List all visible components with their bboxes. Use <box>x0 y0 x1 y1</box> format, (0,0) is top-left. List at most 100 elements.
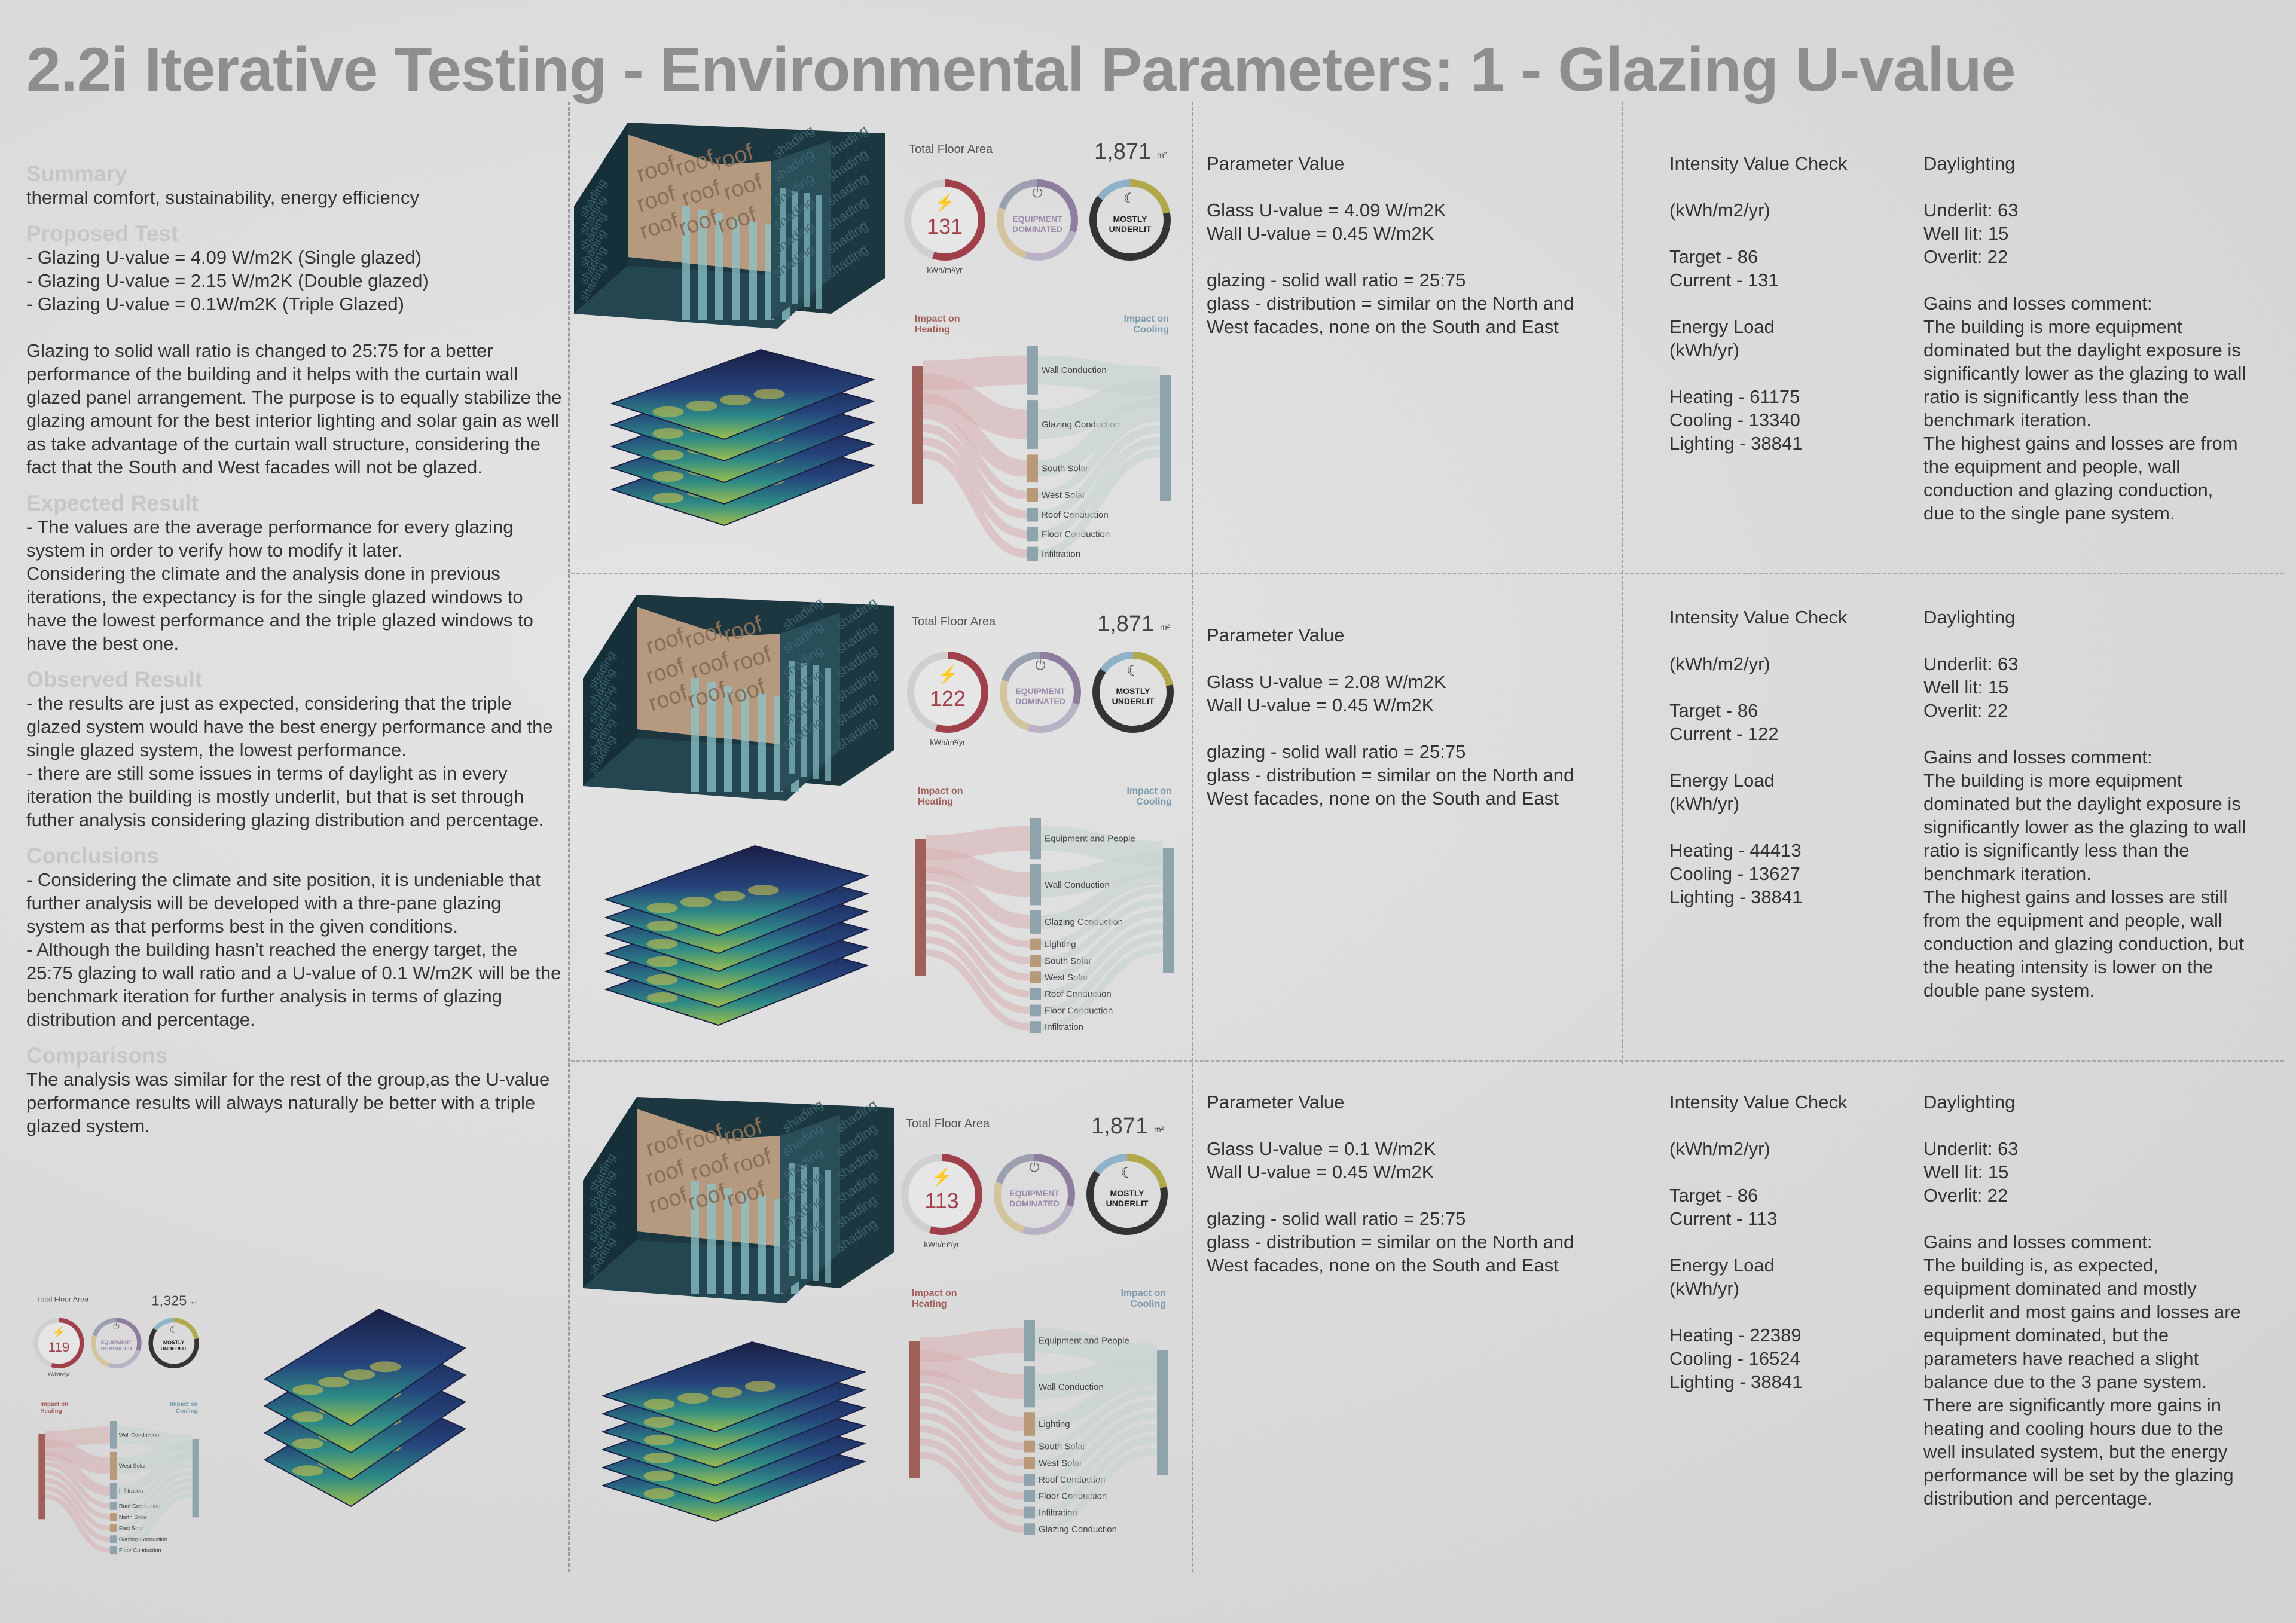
conclusions-text: - Considering the climate and site posit… <box>26 869 561 1030</box>
equipment-ring <box>997 179 1078 261</box>
heating-label-2: Heating <box>915 325 950 335</box>
eui-unit: kWh/m²/yr <box>48 1371 70 1377</box>
sankey-node <box>1024 1440 1035 1453</box>
sankey-node <box>1027 346 1038 395</box>
cooling-label-1: Impact on <box>170 1401 198 1408</box>
eui-value: 113 <box>924 1188 958 1213</box>
eui-ring <box>904 179 985 261</box>
comparisons-text: The analysis was similar for the rest of… <box>26 1069 550 1136</box>
eui-ring-bg <box>909 1162 975 1227</box>
sankey-flow-cooling <box>1037 396 1161 477</box>
moon-icon: ☾ <box>170 1325 178 1335</box>
cooling-bar <box>1157 1350 1168 1475</box>
daylight-patch <box>344 1369 375 1380</box>
page-title: 2.2i Iterative Testing - Environmental P… <box>26 35 2016 105</box>
sankey-flow-heating <box>45 1426 110 1448</box>
sankey-node <box>1030 910 1041 934</box>
sankey-node <box>109 1483 117 1499</box>
sankey-node-label: Wall Conduction <box>119 1432 159 1438</box>
observed-heading: Observed Result <box>26 667 203 692</box>
sankey-flow-heating <box>922 393 1028 477</box>
glazing-panel <box>707 682 716 792</box>
sankey-node-label: West Solar <box>119 1463 146 1469</box>
sankey-node <box>1030 938 1041 950</box>
sankey-node <box>1030 971 1041 983</box>
cube-left-face <box>583 595 637 786</box>
sankey-node-label: Lighting <box>1039 1419 1070 1429</box>
sankey-flow-cooling <box>1040 826 1164 866</box>
moon-icon: ☾ <box>1126 663 1140 679</box>
divider-h1 <box>571 573 2284 574</box>
floor-plate <box>601 1341 866 1433</box>
expected-text: - The values are the average performance… <box>26 516 533 654</box>
expected-heading: Expected Result <box>26 491 199 515</box>
plug-icon: ⏻ <box>1032 185 1042 200</box>
sankey-flow-heating <box>922 410 1028 500</box>
daylight-patch <box>711 1387 743 1398</box>
daylight-patch <box>646 974 678 985</box>
daylight-patch <box>292 1465 323 1477</box>
sankey-node <box>1024 1490 1035 1502</box>
total-floor-area-unit: m² <box>1160 622 1170 632</box>
ring2-line1: EQUIPMENT <box>101 1340 132 1346</box>
sankey-node-label: Glazing Conduction <box>1039 1524 1117 1535</box>
sankey-node <box>1027 400 1038 449</box>
sankey-node-label: Wall Conduction <box>1039 1382 1104 1392</box>
moon-icon: ☾ <box>1120 1165 1134 1181</box>
sankey-flow-cooling <box>1034 1328 1158 1368</box>
daylight-ring <box>1086 1154 1168 1235</box>
sankey-flow-heating <box>925 910 1031 981</box>
sankey-node-label: Wall Conduction <box>1045 880 1110 890</box>
daylight-patch <box>747 885 779 895</box>
proposed-heading: Proposed Test <box>26 221 179 246</box>
total-floor-area-unit: m² <box>1157 150 1167 160</box>
summary-text: thermal comfort, sustainability, energy … <box>26 187 420 208</box>
cooling-label-2: Cooling <box>176 1408 198 1414</box>
daylight-patch <box>643 1471 675 1481</box>
row1-parameter-text: Parameter Value Glass U-value = 4.09 W/m… <box>1207 153 1574 337</box>
total-floor-area-label: Total Floor Area <box>906 1117 990 1130</box>
divider-v1 <box>568 102 570 1572</box>
cube-left-face <box>583 1097 637 1288</box>
daylight-ring <box>1092 652 1174 733</box>
total-floor-area-value: 1,871 <box>1091 1114 1148 1139</box>
sankey-node <box>1030 1004 1041 1017</box>
sankey-node-label: Infiltration <box>1045 1022 1083 1032</box>
cooling-label-2: Cooling <box>1136 797 1172 807</box>
moon-icon: ☾ <box>1123 191 1137 207</box>
ring3-line2: UNDERLIT <box>1112 696 1155 706</box>
eui-ring-bg <box>915 659 981 725</box>
ring3-line1: MOSTLY <box>1113 214 1147 224</box>
glazing-panel <box>825 668 831 781</box>
sankey-node <box>1024 1474 1035 1486</box>
bolt-icon: ⚡ <box>938 665 958 684</box>
sankey-flow-cooling <box>1037 378 1161 439</box>
daylight-patch <box>643 1399 675 1410</box>
ring3-line1: MOSTLY <box>1110 1188 1144 1198</box>
daylight-patch <box>652 493 684 503</box>
daylight-patch <box>720 395 752 405</box>
equipment-ring <box>997 179 1078 261</box>
ring2-line2: DOMINATED <box>101 1346 132 1352</box>
sankey-flow-heating <box>925 923 1031 998</box>
eui-value: 122 <box>930 686 966 711</box>
sankey-flow-heating <box>925 884 1031 948</box>
sankey-flow-cooling <box>1040 934 1164 1014</box>
bolt-icon: ⚡ <box>53 1326 66 1338</box>
cooling-bar <box>1163 848 1174 973</box>
cooling-bar <box>1160 375 1171 501</box>
glazing-panel <box>758 1195 766 1294</box>
eui-unit: kWh/m²/yr <box>930 738 966 747</box>
heating-bar <box>909 1341 920 1478</box>
glazing-panel <box>698 210 707 320</box>
total-floor-area-value: 1,871 <box>1094 139 1151 164</box>
sankey-node <box>1024 1523 1035 1535</box>
eui-unit: kWh/m²/yr <box>924 1240 960 1249</box>
sankey-node <box>1024 1457 1035 1469</box>
cooling-label-2: Cooling <box>1133 325 1169 335</box>
eui-ring <box>901 1154 982 1235</box>
heating-bar <box>38 1434 45 1520</box>
